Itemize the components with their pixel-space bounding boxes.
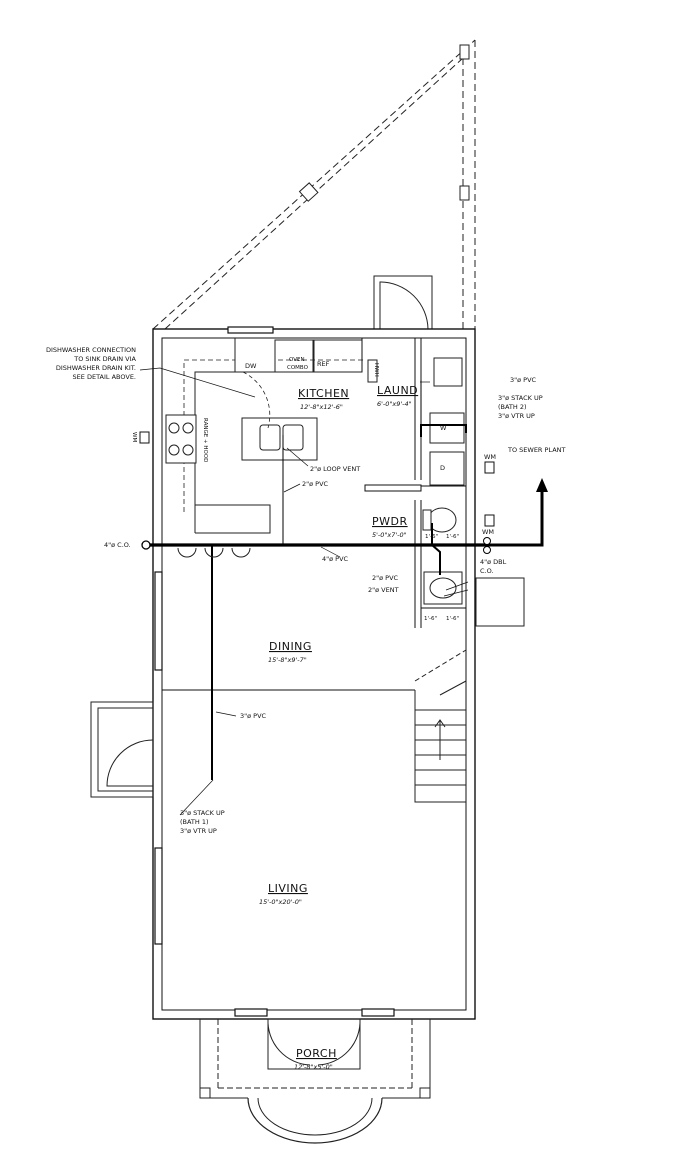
cleanout: [141, 540, 151, 550]
dishwasher-door-swing: [242, 371, 271, 429]
dining-label: DINING: [269, 640, 312, 653]
powder-dims: 5'-0"x7'-0": [372, 531, 407, 539]
range-label: RANGE + HOOD: [202, 418, 208, 462]
sink-bowl: [259, 424, 281, 451]
rear-door: [373, 275, 433, 330]
dishwasher-note-3: DISHWASHER DRAIN KIT.: [56, 364, 136, 372]
porch-dashed-edge: [217, 1019, 413, 1089]
bar-stools: [177, 547, 251, 558]
deck-post: [298, 182, 319, 202]
kitchen-pvc-note: 2"ø PVC: [302, 480, 329, 488]
oven-label-2: COMBO: [287, 365, 309, 371]
powder-label: PWDR: [372, 515, 408, 528]
wm-box: [484, 461, 495, 474]
ref-label: REF: [317, 360, 330, 368]
arrow-head: [536, 478, 548, 492]
exterior-box: [475, 577, 525, 627]
dashed-deck-outline: [152, 39, 476, 330]
dryer: [429, 451, 465, 486]
dbl-co-note-2: C.O.: [480, 567, 494, 575]
kitchen-dims: 12'-8"x12'-6": [300, 403, 343, 411]
laundry-sink: [433, 357, 463, 387]
porch: [199, 1018, 431, 1144]
dishwasher-note-2: TO SINK DRAIN VIA: [73, 355, 136, 363]
wm-box: [484, 514, 495, 527]
loop-vent-note: 2"ø LOOP VENT: [310, 465, 360, 473]
burners: [168, 422, 194, 456]
plumbing-lines: [148, 380, 544, 780]
bath2-stack-note-3: 3"ø VTR UP: [498, 412, 535, 420]
range: [165, 414, 197, 464]
laundry-dims: 6'-0"x9'-4": [377, 400, 412, 408]
pwdr-dim-b: 1'-6": [446, 534, 459, 540]
water-heater: [367, 359, 378, 383]
porch-dims: 12'-8"x5'-0": [294, 1063, 333, 1071]
wm-label-range: WM: [131, 432, 137, 442]
cleanout: [483, 537, 491, 545]
laundry-label: LAUND: [377, 384, 418, 397]
bath2-stack-note-1: 3"ø STACK UP: [498, 394, 543, 402]
cleanout: [483, 546, 491, 554]
leaders: [139, 367, 469, 816]
bath2-stack-note-2: (BATH 2): [498, 403, 527, 411]
wm-box: [139, 431, 150, 444]
dbl-co-note-1: 4"ø DBL: [480, 558, 507, 566]
pwdr-vent-note: 2"ø VENT: [368, 586, 399, 594]
oven-label-1: OVEN: [289, 357, 305, 363]
porch-label: PORCH: [296, 1047, 337, 1060]
washer-label: W: [440, 424, 447, 432]
pwdr-dim-a: 1'-6": [425, 534, 438, 540]
oven-box: [274, 339, 314, 373]
dining-pvc-note: 3"ø PVC: [240, 712, 267, 720]
hwh-label: HWH: [373, 363, 379, 377]
bath1-stack-note-1: 3"ø STACK UP: [180, 809, 225, 817]
dishwasher-note-1: DISHWASHER CONNECTION: [46, 346, 136, 354]
laund-pvc-note: 3"ø PVC: [510, 376, 537, 384]
dining-dims: 15'-8"x9'-7": [268, 656, 307, 664]
pvc4-note: 4"ø PVC: [322, 555, 349, 563]
sewer-note: TO SEWER PLANT: [507, 446, 566, 454]
dw-label: DW: [245, 362, 257, 370]
lav-dim-b: 1'-6": [446, 616, 459, 622]
dishwasher-note-4: SEE DETAIL ABOVE.: [73, 373, 136, 381]
living-dims: 15'-0"x20'-0": [259, 898, 302, 906]
bath1-stack-note-2: (BATH 1): [180, 818, 209, 826]
stairs: [414, 649, 467, 803]
wm-label-pwdr: WM: [482, 528, 494, 536]
lav-dim-a: 1'-6": [424, 616, 437, 622]
dryer-label: D: [440, 464, 445, 472]
wm-label-dryer: WM: [484, 453, 496, 461]
kitchen-label: KITCHEN: [298, 387, 349, 400]
cleanout-note: 4"ø C.O.: [104, 541, 131, 549]
deck-post: [459, 44, 470, 60]
lavatory-bowl: [429, 577, 457, 599]
windows: [154, 326, 395, 1017]
pwdr-pvc-note: 2"ø PVC: [372, 574, 399, 582]
toilet-tank: [422, 509, 432, 531]
bay-window: [90, 701, 154, 798]
washer: [429, 412, 465, 444]
living-label: LIVING: [268, 882, 308, 895]
bath1-stack-note-3: 3"ø VTR UP: [180, 827, 217, 835]
deck-post: [459, 185, 470, 201]
